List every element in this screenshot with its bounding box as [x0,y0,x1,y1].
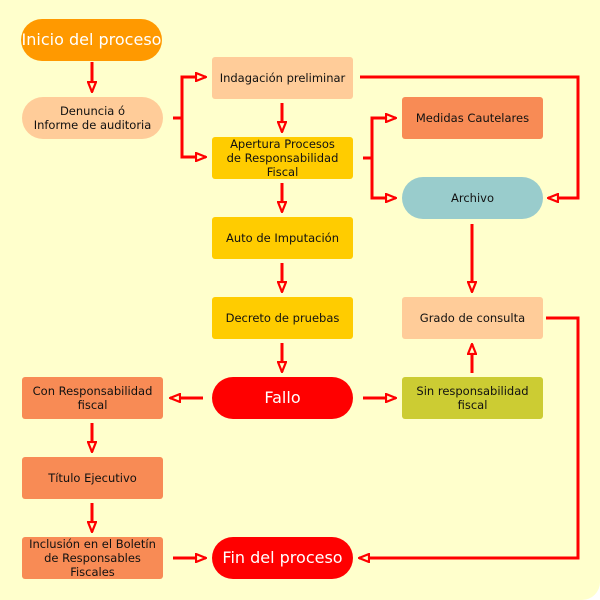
arrow-denuncia-to-indagacion [180,77,206,118]
arrow-grado-to-fin [359,316,580,558]
arrow-denuncia-to-apertura [180,118,206,157]
node-titulo-ejecutivo: Título Ejecutivo [22,457,163,499]
node-medidas-cautelares: Medidas Cautelares [402,97,543,139]
node-sin-responsabilidad-fiscal: Sin responsabilidad fiscal [402,377,543,419]
node-con-responsabilidad-fiscal: Con Responsabilidad fiscal [22,377,163,419]
node-decreto-de-pruebas: Decreto de pruebas [212,297,353,339]
node-inclusion-boletin: Inclusión en el Boletín de Responsables … [22,537,163,579]
node-auto-de-imputacion: Auto de Imputación [212,217,353,259]
node-indagacion-preliminar: Indagación preliminar [212,57,353,99]
arrow-apertura-to-archivo [370,158,396,198]
node-inicio-del-proceso: Inicio del proceso [21,19,162,61]
node-archivo: Archivo [402,177,543,219]
arrow-apertura-to-medidas [370,118,396,158]
node-fallo: Fallo [212,377,353,419]
node-fin-del-proceso: Fin del proceso [212,537,353,579]
node-apertura-procesos: Apertura Procesos de Responsabilidad Fis… [212,137,353,179]
node-grado-de-consulta: Grado de consulta [402,297,543,339]
node-denuncia: Denuncia ó Informe de auditoria [22,97,163,139]
